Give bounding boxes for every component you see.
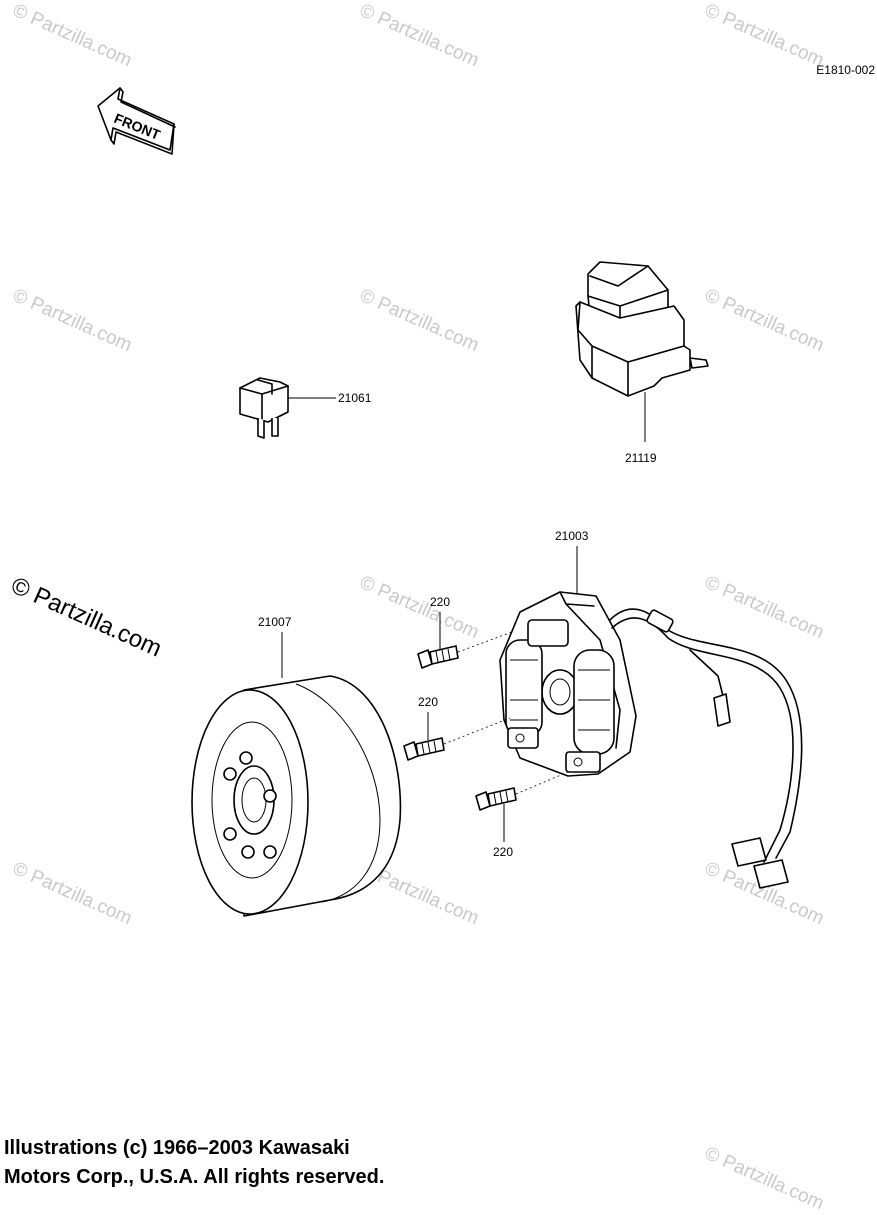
- relay-21061: 21061: [239, 377, 372, 439]
- copyright-notice: Illustrations (c) 1966–2003 Kawasaki Mot…: [4, 1134, 384, 1192]
- part-label-220-middle: 220: [418, 695, 438, 709]
- front-arrow-icon: FRONT: [97, 87, 176, 155]
- part-label-21003: 21003: [555, 529, 589, 543]
- copyright-line-2: Motors Corp., U.S.A. All rights reserved…: [4, 1166, 385, 1188]
- part-label-220-bottom: 220: [493, 845, 513, 859]
- screw-220-middle: 220: [403, 695, 511, 761]
- screw-220-bottom: 220: [475, 771, 569, 859]
- flywheel-21007: 21007: [191, 615, 402, 917]
- part-label-21119: 21119: [625, 451, 657, 465]
- stator-21003: 21003: [499, 529, 803, 889]
- part-label-220-top: 220: [430, 595, 450, 609]
- screw-220-top: 220: [417, 595, 513, 669]
- part-label-21061: 21061: [338, 391, 372, 405]
- regulator-21119: 21119: [575, 261, 709, 465]
- reference-code: E1810-002: [816, 63, 875, 77]
- part-label-21007: 21007: [258, 615, 292, 629]
- copyright-line-1: Illustrations (c) 1966–2003 Kawasaki: [4, 1137, 350, 1159]
